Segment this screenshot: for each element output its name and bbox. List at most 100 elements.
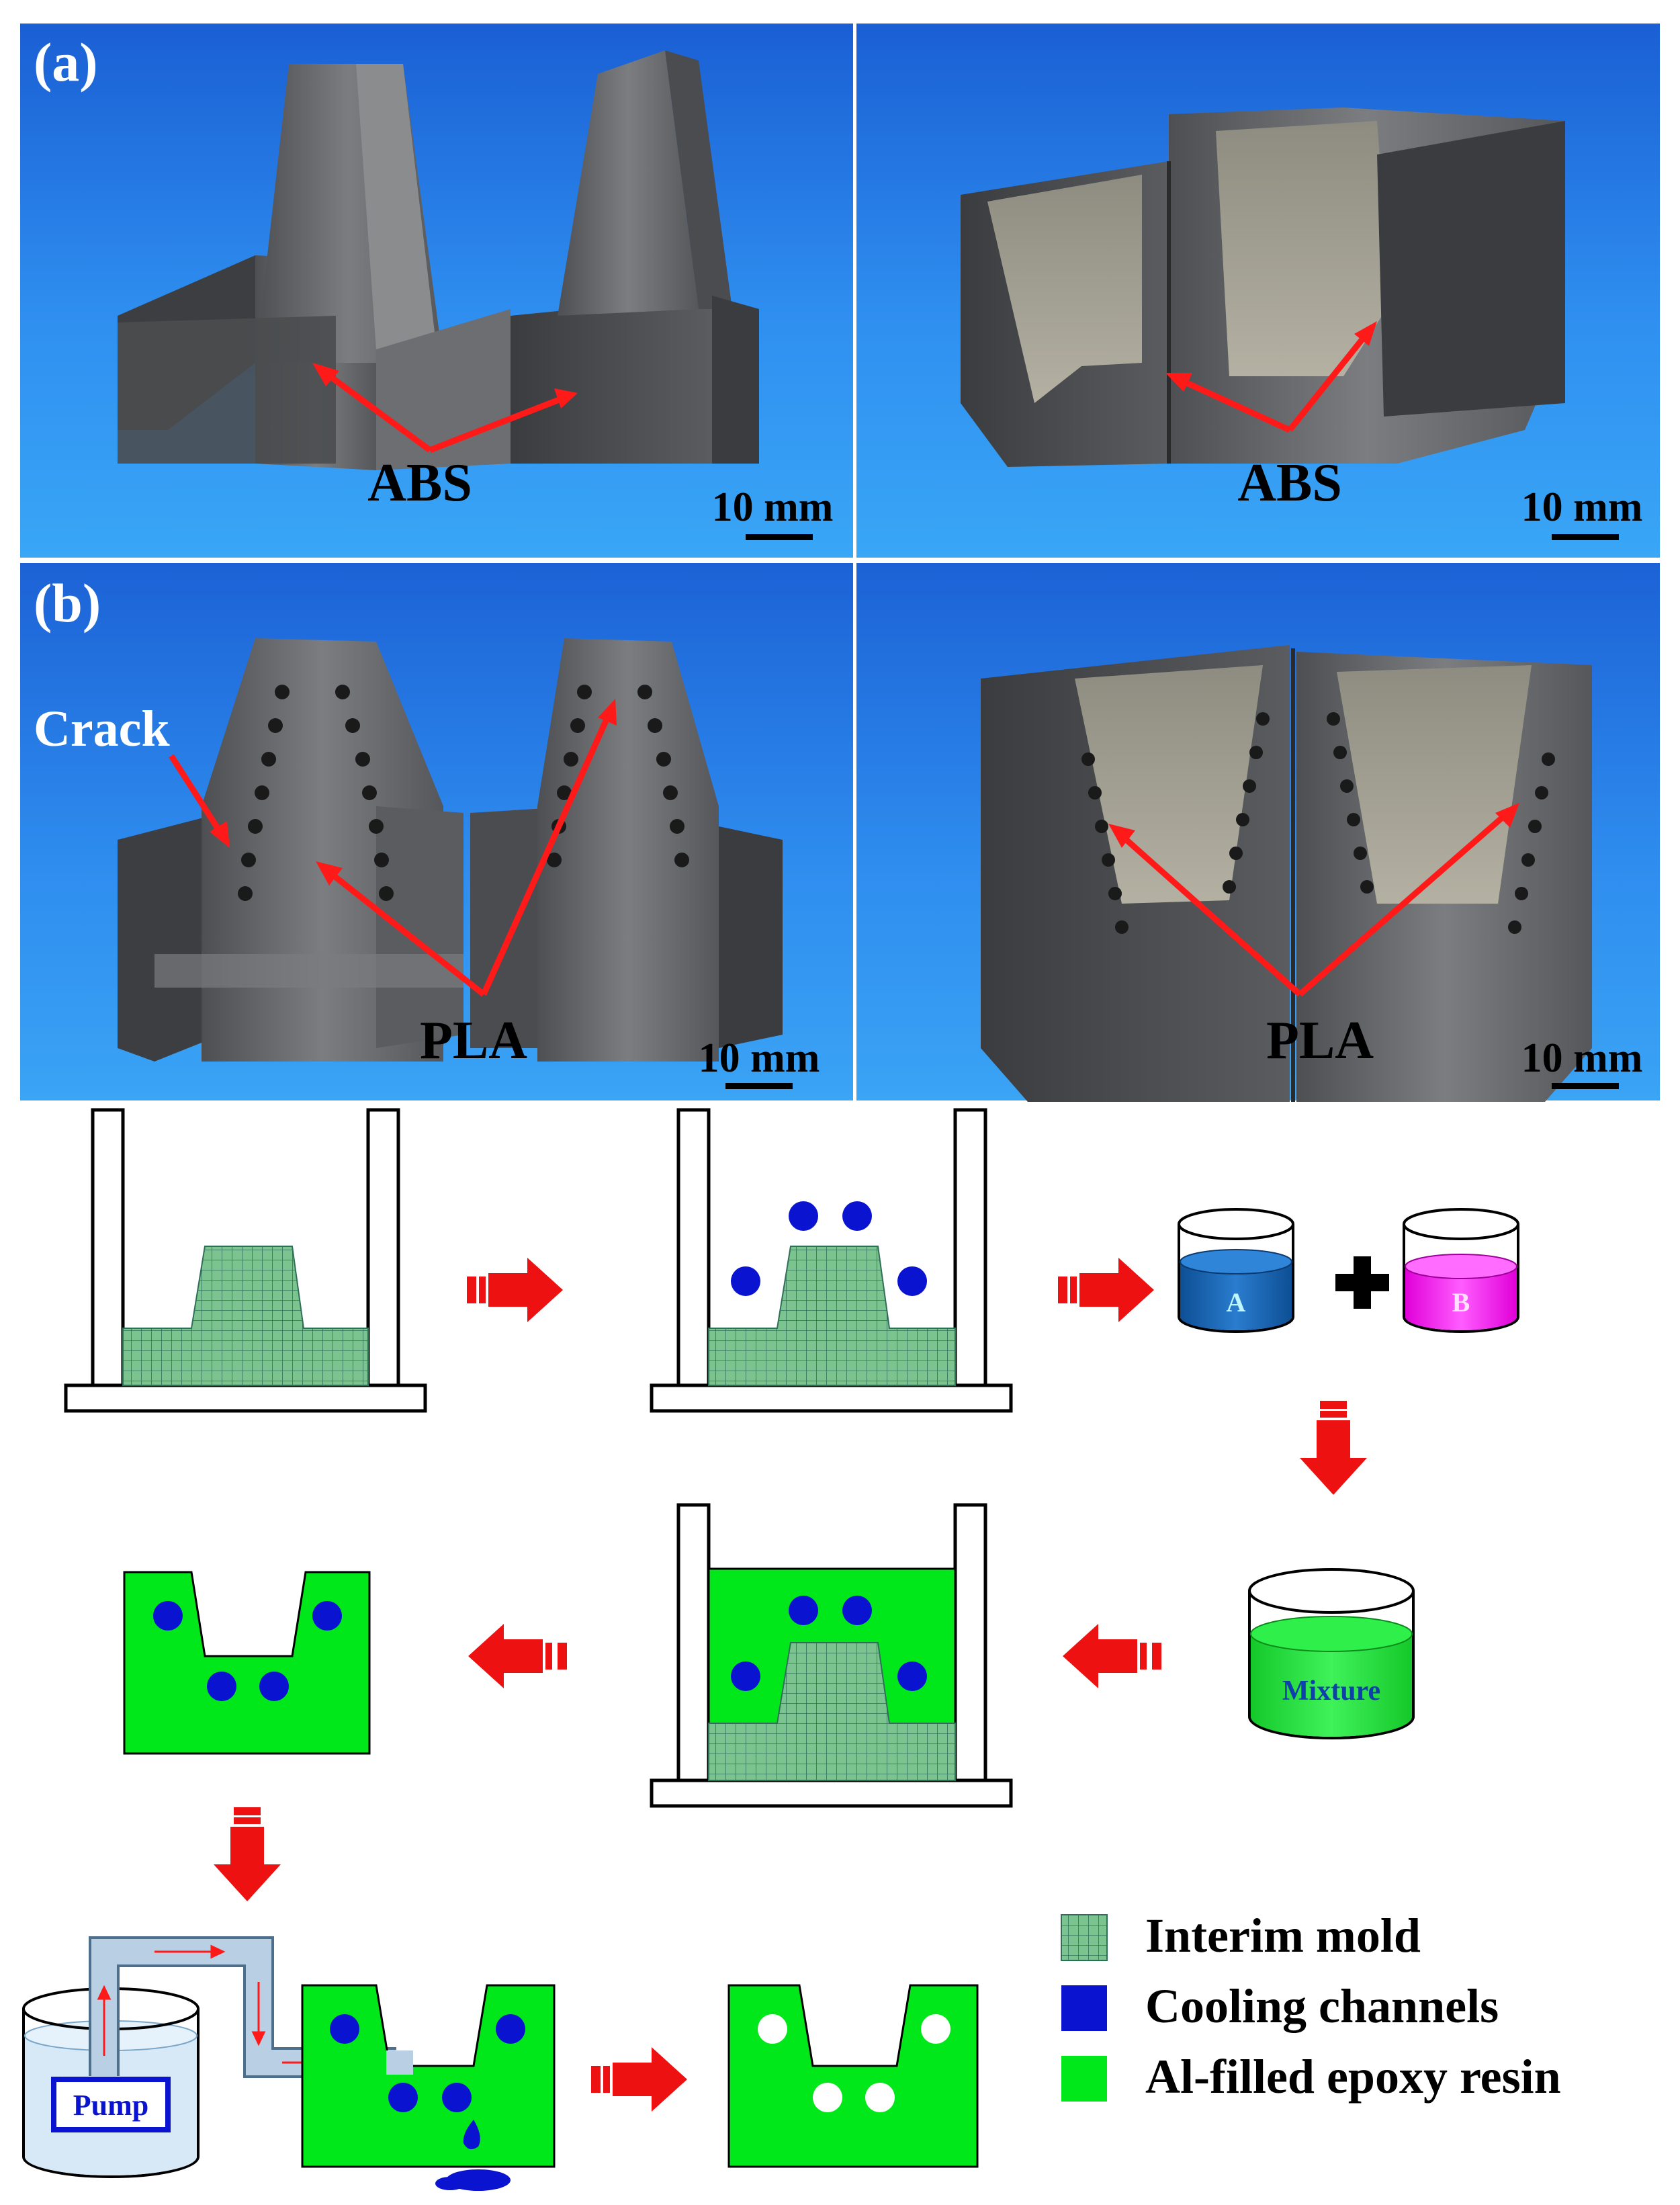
abs-arrow-right xyxy=(1165,321,1377,433)
abs-cavity-mold xyxy=(961,107,1565,467)
frame-wall-left xyxy=(676,1108,711,1387)
pla-mold-right xyxy=(470,638,783,1062)
photo-b-left: (b) Crack PLA 10 mm xyxy=(20,563,853,1100)
step-resin-components: A B xyxy=(1178,1208,1519,1333)
crack-arrow xyxy=(169,754,230,848)
drip-icon xyxy=(435,2120,511,2191)
legend-swatch-blue xyxy=(1061,1985,1107,2031)
crack-label: Crack xyxy=(34,701,170,757)
scale-bar-label: 10 mm xyxy=(699,1035,820,1081)
arrow-right-icon xyxy=(467,1258,563,1322)
cooling-channel xyxy=(207,1672,236,1701)
step-place-channels xyxy=(650,1108,1013,1413)
cooling-channel xyxy=(330,2014,359,2044)
cooling-channel xyxy=(789,1596,818,1625)
arrow-down-icon xyxy=(214,1807,281,1901)
abs-mold-right xyxy=(511,50,759,464)
cooling-channel xyxy=(153,1601,183,1631)
photo-a-left: (a) ABS 10 mm xyxy=(20,24,853,558)
process-arrows xyxy=(214,1258,1367,2112)
resin-a-label: A xyxy=(1227,1287,1246,1317)
frame-wall-right xyxy=(953,1108,987,1387)
interim-mold xyxy=(122,1246,369,1386)
scale-bar-label: 10 mm xyxy=(1521,484,1643,530)
step-pump-removal: Pump xyxy=(22,1936,556,2191)
cooling-channel xyxy=(897,1266,927,1296)
pla-mold-left xyxy=(118,638,463,1062)
cooling-channel xyxy=(789,1201,818,1231)
cooling-channel xyxy=(496,2014,525,2044)
resin-b-label: B xyxy=(1452,1287,1470,1317)
epoxy-mold xyxy=(123,1571,371,1755)
pump-label: Pump xyxy=(73,2089,148,2122)
cooling-channel xyxy=(442,2083,472,2112)
legend: Interim mold Cooling channels Al-filled … xyxy=(1061,1909,1561,2104)
panel-label-b: (b) xyxy=(34,572,101,634)
mixture-label: Mixture xyxy=(1282,1676,1380,1706)
arrow-left-icon xyxy=(468,1624,567,1688)
frame-base xyxy=(650,1778,1013,1808)
legend-label: Cooling channels xyxy=(1145,1979,1499,2033)
legend-item-interim-mold: Interim mold xyxy=(1061,1909,1421,1962)
material-label: PLA xyxy=(1266,1011,1374,1070)
cooling-channel xyxy=(259,1672,289,1701)
pla-arrow-left xyxy=(316,699,617,997)
scale-bar xyxy=(1552,1083,1619,1089)
frame-base xyxy=(64,1383,427,1413)
interim-mold xyxy=(708,1246,956,1386)
cooling-channel xyxy=(388,2083,418,2112)
legend-label: Interim mold xyxy=(1145,1909,1421,1962)
frame-wall-left xyxy=(676,1503,711,1782)
plus-icon xyxy=(1335,1256,1389,1309)
step-mixture: Mixture xyxy=(1248,1568,1415,1739)
step-interim-mold xyxy=(64,1108,427,1413)
photo-a-right: ABS 10 mm xyxy=(856,24,1660,558)
pump-box: Pump xyxy=(51,2077,171,2132)
open-cooling-channel xyxy=(921,2014,950,2044)
scale-bar xyxy=(725,1083,793,1089)
abs-arrow-left xyxy=(312,363,578,453)
arrow-right-icon xyxy=(591,2047,687,2112)
open-cooling-channel xyxy=(813,2083,842,2112)
final-epoxy-mold xyxy=(727,1984,979,2168)
interim-mold xyxy=(708,1642,956,1781)
arrow-left-icon xyxy=(1063,1624,1161,1688)
panel-label-a: (a) xyxy=(34,32,98,93)
step-cast-resin xyxy=(650,1503,1013,1808)
cooling-channel xyxy=(312,1601,342,1631)
frame-wall-right xyxy=(953,1503,987,1782)
arrow-down-icon xyxy=(1300,1401,1367,1495)
cooling-holes-b-right xyxy=(1081,712,1555,934)
scale-bar xyxy=(746,534,813,540)
legend-item-cooling-channels: Cooling channels xyxy=(1061,1979,1499,2033)
scale-bar-label: 10 mm xyxy=(712,484,834,530)
cooling-channel xyxy=(842,1596,872,1625)
legend-item-epoxy: Al-filled epoxy resin xyxy=(1061,2050,1561,2104)
abs-mold-left xyxy=(118,64,511,470)
legend-label: Al-filled epoxy resin xyxy=(1145,2050,1561,2104)
material-label: ABS xyxy=(367,453,472,513)
beaker-resin-b: B xyxy=(1403,1208,1519,1333)
arrow-right-icon xyxy=(1058,1258,1154,1322)
epoxy-mold-flushing xyxy=(301,1984,556,2168)
scale-bar xyxy=(1552,534,1619,540)
photo-b-right: PLA 10 mm xyxy=(856,563,1660,1102)
legend-swatch-green xyxy=(1061,2056,1107,2102)
cooling-channel xyxy=(731,1661,760,1691)
material-label: ABS xyxy=(1237,453,1342,513)
frame-base xyxy=(650,1383,1013,1413)
frame-wall-left xyxy=(91,1108,125,1387)
cooling-channel xyxy=(842,1201,872,1231)
step-final-mold xyxy=(727,1984,979,2168)
open-cooling-channel xyxy=(758,2014,787,2044)
frame-wall-right xyxy=(366,1108,400,1387)
pla-arrow-right xyxy=(1108,803,1519,997)
scale-bar-label: 10 mm xyxy=(1521,1035,1643,1081)
material-label: PLA xyxy=(420,1011,527,1070)
step-epoxy-mold xyxy=(123,1571,371,1755)
beaker-resin-a: A xyxy=(1178,1208,1294,1333)
legend-swatch-grid xyxy=(1061,1914,1108,1961)
cooling-channel xyxy=(897,1661,927,1691)
open-cooling-channel xyxy=(865,2083,895,2112)
